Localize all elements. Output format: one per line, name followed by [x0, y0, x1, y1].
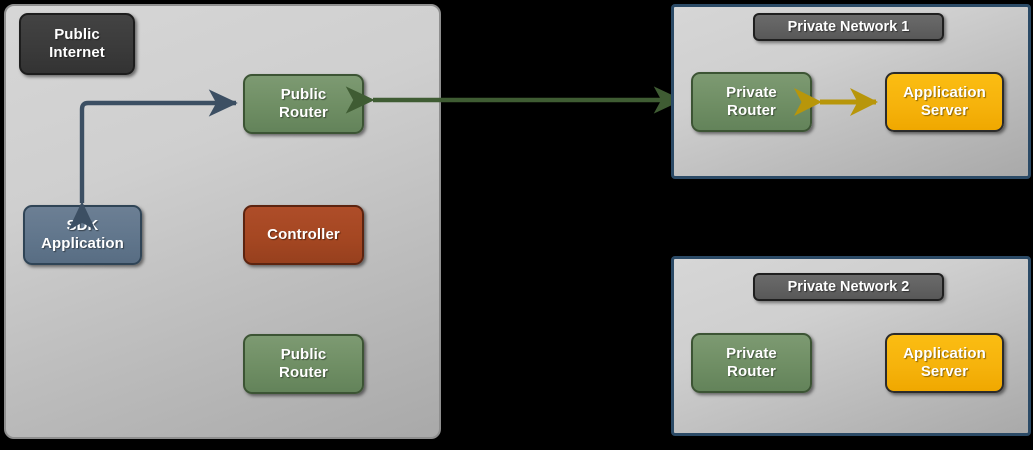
private-network-1-container: Private Network 1 Private Router Applica… — [671, 4, 1031, 179]
node-public-router-top[interactable]: Public Router — [243, 74, 364, 134]
node-application-server-2[interactable]: Application Server — [885, 333, 1004, 393]
node-controller-label: Controller — [267, 225, 340, 243]
node-controller[interactable]: Controller — [243, 205, 364, 265]
connector-internet-to-router-and-sdk — [68, 89, 238, 231]
node-application-server-2-label: Application Server — [903, 344, 986, 380]
node-application-server-1-label: Application Server — [903, 83, 986, 119]
node-private-router-1-label: Private Router — [726, 83, 777, 119]
private-network-2-container: Private Network 2 Private Router Applica… — [671, 256, 1031, 436]
private-network-2-title: Private Network 2 — [753, 273, 944, 301]
node-public-router-bottom[interactable]: Public Router — [243, 334, 364, 394]
node-private-router-1[interactable]: Private Router — [691, 72, 812, 132]
private-network-1-title-label: Private Network 1 — [787, 19, 910, 35]
private-network-1-title: Private Network 1 — [753, 13, 944, 41]
private-network-2-title-label: Private Network 2 — [787, 279, 910, 295]
connector-router-to-server-1 — [794, 88, 879, 116]
node-public-internet[interactable]: Public Internet — [19, 13, 135, 75]
node-public-internet-label: Public Internet — [49, 25, 105, 61]
node-private-router-2[interactable]: Private Router — [691, 333, 812, 393]
node-public-router-bottom-label: Public Router — [279, 345, 328, 381]
node-public-router-top-label: Public Router — [279, 85, 328, 121]
node-application-server-1[interactable]: Application Server — [885, 72, 1004, 132]
navy-elbow-path — [68, 89, 238, 231]
public-zone-container: Public Internet Public Router SDK Applic… — [4, 4, 441, 439]
node-private-router-2-label: Private Router — [726, 344, 777, 380]
